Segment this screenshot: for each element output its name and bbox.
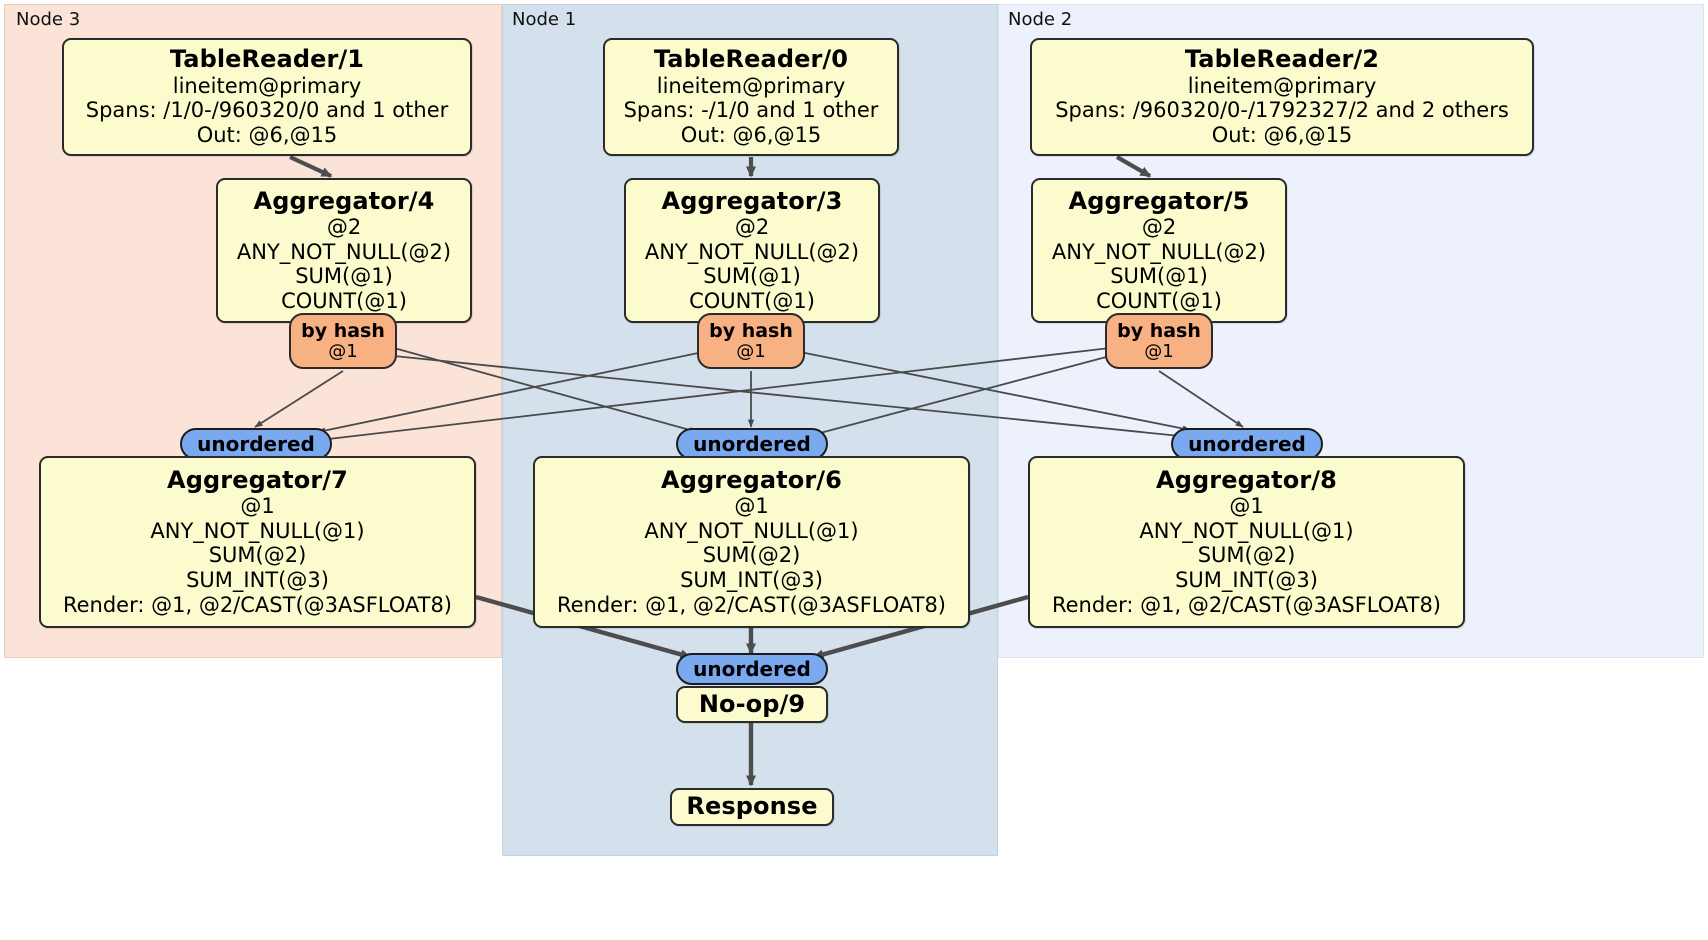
processor-response[interactable]: Response xyxy=(670,788,834,826)
edge-hash-to-sync-group xyxy=(254,347,1244,443)
processor-aggregator-6[interactable]: Aggregator/6 @1 ANY_NOT_NULL(@1) SUM(@2)… xyxy=(533,456,970,628)
cluster-node-1-label: Node 1 xyxy=(512,9,577,30)
processor-aggregator-3[interactable]: Aggregator/3 @2 ANY_NOT_NULL(@2) SUM(@1)… xyxy=(624,178,880,323)
synchronizer-label: unordered xyxy=(693,432,811,456)
processor-detail-line: SUM(@2) xyxy=(1197,543,1296,568)
processor-detail-line: SUM(@2) xyxy=(208,543,307,568)
processor-detail-line: SUM(@1) xyxy=(1110,264,1208,289)
processor-noop-9[interactable]: No-op/9 xyxy=(676,686,828,723)
synchronizer-label: unordered xyxy=(197,432,315,456)
processor-detail-line: SUM(@2) xyxy=(702,543,801,568)
processor-detail-line: @1 xyxy=(734,494,769,519)
processor-detail-line: @2 xyxy=(1141,215,1177,240)
processor-detail-line: lineitem@primary xyxy=(656,73,846,98)
edge-hashR-to-syncL xyxy=(319,347,1111,443)
edge-tr2-to-agg5 xyxy=(1115,155,1152,178)
processor-detail-line: lineitem@primary xyxy=(172,73,362,98)
processor-detail-line: ANY_NOT_NULL(@1) xyxy=(644,518,859,543)
processor-title: TableReader/0 xyxy=(653,45,849,74)
synchronizer-unordered-right[interactable]: unordered xyxy=(1171,428,1323,460)
cluster-node-2-label: Node 2 xyxy=(1008,9,1073,30)
processor-detail-line: ANY_NOT_NULL(@1) xyxy=(150,518,365,543)
synchronizer-unordered-final[interactable]: unordered xyxy=(676,653,828,685)
synchronizer-label: unordered xyxy=(693,657,811,681)
processor-tablereader-1[interactable]: TableReader/1 lineitem@primary Spans: /1… xyxy=(62,38,472,156)
edge-tablereader-to-aggregator-group xyxy=(289,155,1152,178)
processor-title: No-op/9 xyxy=(698,689,806,718)
processor-detail-line: @1 xyxy=(240,494,275,519)
processor-aggregator-4[interactable]: Aggregator/4 @2 ANY_NOT_NULL(@2) SUM(@1)… xyxy=(216,178,472,323)
processor-detail-line: lineitem@primary xyxy=(1187,73,1377,98)
processor-detail-line: SUM_INT(@3) xyxy=(186,567,329,592)
router-key-label: @1 xyxy=(1144,340,1174,362)
processor-detail-line: Render: @1, @2/CAST(@3ASFLOAT8) xyxy=(1051,592,1442,617)
processor-tablereader-2[interactable]: TableReader/2 lineitem@primary Spans: /9… xyxy=(1030,38,1534,156)
edge-hashR-to-syncR xyxy=(1158,370,1244,428)
router-by-hash-right[interactable]: by hash @1 xyxy=(1105,313,1213,369)
edge-hashR-to-syncC xyxy=(804,355,1111,439)
processor-detail-line: @2 xyxy=(734,215,770,240)
processor-title: Aggregator/6 xyxy=(661,465,842,494)
processor-detail-line: Render: @1, @2/CAST(@3ASFLOAT8) xyxy=(556,592,947,617)
router-kind-label: by hash xyxy=(301,319,385,342)
processor-detail-line: ANY_NOT_NULL(@2) xyxy=(644,239,860,264)
synchronizer-label: unordered xyxy=(1188,432,1306,456)
processor-detail-line: SUM_INT(@3) xyxy=(1175,567,1318,592)
processor-detail-line: ANY_NOT_NULL(@2) xyxy=(236,239,452,264)
processor-title: Aggregator/4 xyxy=(253,186,435,215)
router-by-hash-left[interactable]: by hash @1 xyxy=(289,313,397,369)
processor-aggregator-5[interactable]: Aggregator/5 @2 ANY_NOT_NULL(@2) SUM(@1)… xyxy=(1031,178,1287,323)
processor-detail-line: Render: @1, @2/CAST(@3ASFLOAT8) xyxy=(62,592,453,617)
router-by-hash-center[interactable]: by hash @1 xyxy=(697,313,805,369)
processor-detail-line: Out: @6,@15 xyxy=(680,122,822,147)
processor-detail-line: Out: @6,@15 xyxy=(1211,122,1353,147)
edge-hashC-to-syncR xyxy=(799,351,1191,432)
processor-aggregator-7[interactable]: Aggregator/7 @1 ANY_NOT_NULL(@1) SUM(@2)… xyxy=(39,456,476,628)
processor-detail-line: SUM(@1) xyxy=(703,264,801,289)
processor-detail-line: COUNT(@1) xyxy=(689,288,815,313)
processor-title: Aggregator/7 xyxy=(167,465,348,494)
edge-hashL-to-syncR xyxy=(393,355,1191,440)
processor-tablereader-0[interactable]: TableReader/0 lineitem@primary Spans: -/… xyxy=(603,38,899,156)
processor-detail-line: ANY_NOT_NULL(@1) xyxy=(1139,518,1354,543)
router-kind-label: by hash xyxy=(1117,319,1201,342)
processor-detail-line: ANY_NOT_NULL(@2) xyxy=(1051,239,1267,264)
processor-detail-line: @2 xyxy=(326,215,362,240)
processor-detail-line: SUM_INT(@3) xyxy=(680,567,823,592)
edge-hashL-to-syncL xyxy=(254,370,344,428)
processor-title: TableReader/2 xyxy=(1184,45,1380,74)
processor-detail-line: SUM(@1) xyxy=(295,264,393,289)
processor-title: Aggregator/8 xyxy=(1156,465,1337,494)
processor-detail-line: Spans: -/1/0 and 1 other xyxy=(623,98,879,123)
processor-title: Aggregator/5 xyxy=(1068,186,1250,215)
router-key-label: @1 xyxy=(736,340,766,362)
edge-tr1-to-agg4 xyxy=(289,155,333,178)
processor-title: TableReader/1 xyxy=(169,45,365,74)
processor-title: Response xyxy=(686,792,818,821)
edge-hashC-to-syncL xyxy=(317,351,704,434)
processor-detail-line: Spans: /960320/0-/1792327/2 and 2 others xyxy=(1055,98,1509,123)
processor-detail-line: Spans: /1/0-/960320/0 and 1 other xyxy=(85,98,449,123)
cluster-node-3-label: Node 3 xyxy=(16,9,81,30)
processor-detail-line: Out: @6,@15 xyxy=(196,122,338,147)
router-key-label: @1 xyxy=(328,340,358,362)
processor-title: Aggregator/3 xyxy=(661,186,843,215)
router-kind-label: by hash xyxy=(709,319,793,342)
processor-detail-line: COUNT(@1) xyxy=(1096,288,1222,313)
processor-detail-line: @1 xyxy=(1229,494,1264,519)
processor-detail-line: COUNT(@1) xyxy=(281,288,407,313)
processor-aggregator-8[interactable]: Aggregator/8 @1 ANY_NOT_NULL(@1) SUM(@2)… xyxy=(1028,456,1465,628)
